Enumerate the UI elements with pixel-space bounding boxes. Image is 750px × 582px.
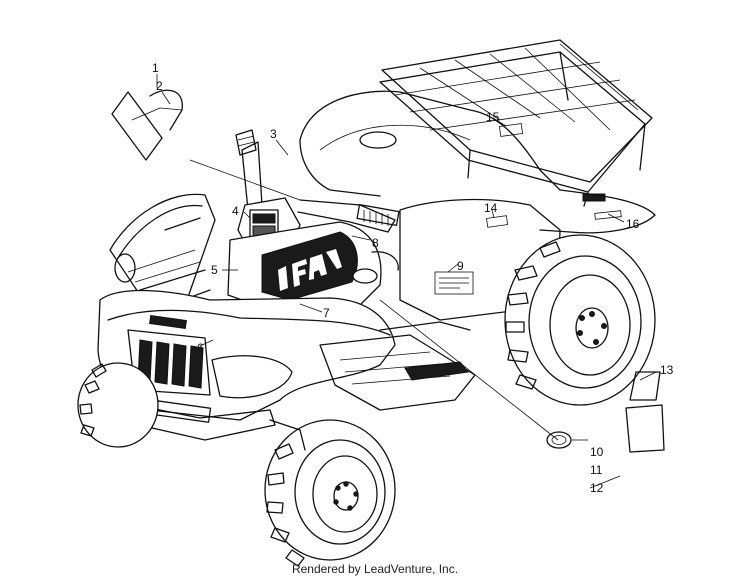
callout-8: 8 bbox=[372, 236, 379, 250]
callout-6: 6 bbox=[197, 341, 204, 355]
callout-13: 13 bbox=[660, 363, 674, 377]
callout-14: 14 bbox=[484, 201, 498, 215]
callout-2: 2 bbox=[156, 79, 163, 93]
callout-16: 16 bbox=[626, 217, 640, 231]
front-wheel-right bbox=[264, 419, 396, 567]
callout-10: 10 bbox=[590, 445, 604, 459]
callout-11: 11 bbox=[590, 463, 603, 477]
decal-sheet-12-13 bbox=[625, 371, 665, 453]
rear-fender bbox=[299, 90, 656, 321]
callout-9: 9 bbox=[457, 259, 464, 273]
front-rack bbox=[109, 193, 216, 321]
footwell bbox=[319, 321, 476, 411]
callouts: 1 2 3 4 5 6 7 8 9 10 11 12 13 14 15 16 bbox=[152, 61, 674, 495]
rear-rack bbox=[379, 39, 653, 207]
callout-5: 5 bbox=[211, 263, 218, 277]
callout-7: 7 bbox=[323, 306, 330, 320]
callout-1: 1 bbox=[152, 61, 159, 75]
callout-3: 3 bbox=[270, 127, 277, 141]
callout-12: 12 bbox=[590, 481, 604, 495]
footer-credit: Rendered by LeadVenture, Inc. bbox=[291, 562, 459, 576]
rear-wheel bbox=[504, 234, 656, 406]
decal-10-ring bbox=[546, 431, 572, 449]
callout-4: 4 bbox=[232, 204, 239, 218]
front-wheel-left bbox=[77, 362, 159, 448]
front-body bbox=[227, 221, 399, 311]
decal-sheet-1-2 bbox=[111, 89, 183, 161]
callout-15: 15 bbox=[486, 110, 500, 124]
leader-lines bbox=[156, 74, 657, 489]
